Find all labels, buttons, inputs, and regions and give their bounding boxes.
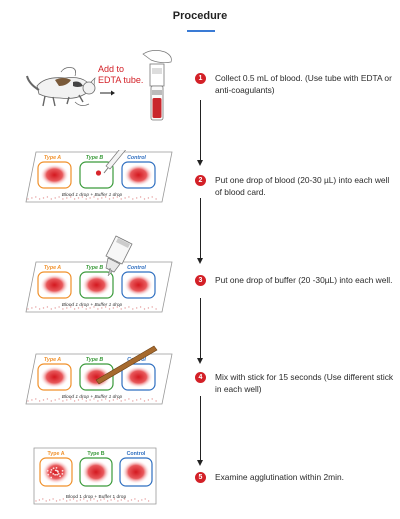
- well-type-a: [37, 161, 72, 189]
- step-text: Put one drop of blood (20-30 µL) into ea…: [215, 175, 390, 197]
- step-number-badge: 4: [195, 372, 206, 383]
- well-type-a-label: Type A: [44, 357, 61, 363]
- flow-arrow: [197, 396, 203, 466]
- well-control-label: Control: [127, 265, 146, 271]
- card-footer-text: Blood 1 drop + Buffer 1 drop: [62, 192, 123, 198]
- well-control: [121, 271, 156, 299]
- well-type-a-label: Type A: [44, 265, 61, 271]
- blood-collection-illustration: Add to EDTA tube.: [26, 50, 172, 121]
- well-type-a-label: Type A: [44, 155, 61, 161]
- title-underline: [187, 30, 215, 32]
- well-type-a: [37, 363, 72, 391]
- well-type-a-sample: [40, 274, 69, 296]
- callout-line-1: Add to: [98, 64, 124, 74]
- well-control-sample: [124, 274, 153, 296]
- well-type-a-sample: [40, 366, 69, 388]
- well-type-b-sample: [82, 460, 110, 484]
- edta-tube-icon: [142, 50, 172, 121]
- well-type-a-sample: [42, 460, 70, 484]
- well-type-b: [79, 363, 114, 391]
- well-control-sample: [124, 366, 153, 388]
- well-control: [121, 363, 156, 391]
- well-type-b-label: Type B: [86, 155, 104, 161]
- well-type-b: [79, 271, 114, 299]
- step-number-badge: 2: [195, 175, 206, 186]
- buffer-bottle-icon: [105, 235, 133, 277]
- agglutination-speck: [52, 467, 55, 470]
- agglutination-speck: [54, 469, 57, 472]
- well-type-a: [37, 271, 72, 299]
- well-control-sample: [124, 164, 153, 186]
- callout-line-2: EDTA tube.: [98, 75, 143, 85]
- flow-arrow: [197, 100, 203, 166]
- agglutination-speck: [49, 471, 52, 474]
- well-control: [121, 161, 156, 189]
- well-type-a-label: Type A: [47, 451, 64, 457]
- agglutination-speck: [54, 473, 56, 476]
- blood-drop: [95, 170, 102, 176]
- step-number-badge: 5: [195, 472, 206, 483]
- card-footer-text: Blood 1 drop + Buffer 1 drop: [66, 494, 127, 500]
- well-type-a-sample: [40, 164, 69, 186]
- step-text: Put one drop of buffer (20 -30µL) into e…: [215, 275, 393, 285]
- agglutination-speck: [59, 475, 61, 478]
- well-type-b-sample: [82, 274, 111, 296]
- well-control-label: Control: [127, 451, 146, 457]
- step-text: Examine agglutination within 2min.: [215, 472, 344, 482]
- well-type-b-label: Type B: [87, 451, 104, 457]
- page-title: Procedure: [172, 10, 228, 22]
- flow-arrow: [197, 198, 203, 264]
- agglutination-speck: [50, 476, 53, 479]
- card-footer-text: Blood 1 drop + Buffer 1 drop: [62, 302, 123, 308]
- agglutination-speck: [61, 473, 64, 475]
- well-type-b: [79, 457, 113, 487]
- agglutination-speck: [50, 469, 53, 471]
- cat-icon: [26, 67, 96, 107]
- mixing-stick-icon: [95, 345, 158, 385]
- step-text: Collect 0.5 mL of blood. (Use tube with …: [215, 73, 392, 95]
- step-number-badge: 1: [195, 73, 206, 84]
- well-type-b: [79, 161, 114, 189]
- well-control-label: Control: [127, 155, 146, 161]
- well-type-b-sample: [82, 366, 111, 388]
- dropper-icon: [103, 150, 126, 174]
- step-text: Mix with stick for 15 seconds (Use diffe…: [215, 372, 394, 394]
- well-type-b-label: Type B: [86, 357, 104, 363]
- card-footer-text: Blood 1 drop + Buffer 1 drop: [62, 394, 123, 400]
- agglutination-speck: [57, 473, 60, 475]
- flow-arrow: [197, 298, 203, 364]
- agglutination-speck: [47, 473, 50, 476]
- agglutination-speck: [56, 473, 58, 476]
- agglutination-speck: [52, 473, 55, 475]
- well-control-sample: [122, 460, 150, 484]
- agglutination-speck: [61, 469, 64, 472]
- agglutination-speck: [55, 467, 58, 469]
- well-type-b-label: Type B: [86, 265, 104, 271]
- step-number-badge: 3: [195, 275, 206, 286]
- agglutination-speck: [46, 469, 49, 472]
- well-control: [119, 457, 153, 487]
- well-type-a: [39, 457, 73, 487]
